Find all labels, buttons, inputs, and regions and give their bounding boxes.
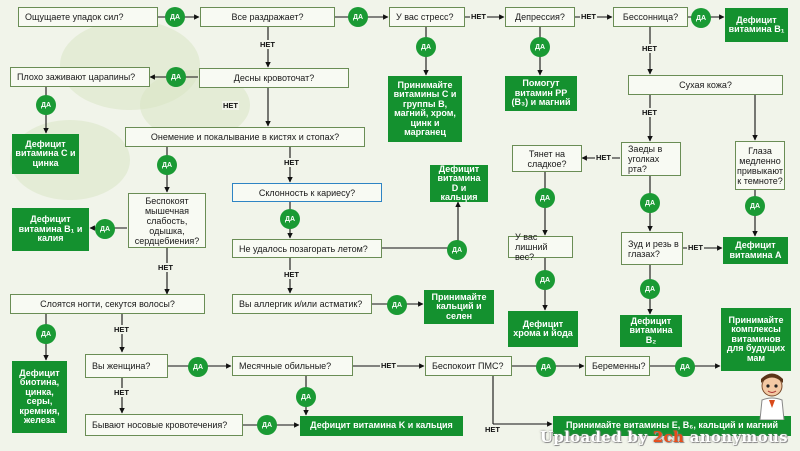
yes-circle: ДА	[691, 8, 711, 28]
yes-circle: ДА	[257, 415, 277, 435]
question-pms: Беспокоит ПМС?	[425, 356, 512, 376]
question-allergy: Вы аллергик и/или астматик?	[232, 294, 372, 314]
result-vitamin-b2: Дефицит витамина B₂	[620, 315, 682, 347]
yes-circle: ДА	[157, 155, 177, 175]
yes-circle: ДА	[36, 324, 56, 344]
question-caries: Склонность к кариесу?	[232, 183, 382, 202]
question-nails-hair: Слоятся ногти, секутся волосы?	[10, 294, 205, 314]
yes-circle: ДА	[296, 387, 316, 407]
no-label: НЕТ	[595, 153, 612, 162]
watermark-highlight: 2ch	[652, 428, 685, 446]
question-pregnant: Беременны?	[585, 356, 650, 376]
result-chrome-iodine: Дефицит хрома и йода	[508, 311, 578, 347]
question-stress: У вас стресс?	[389, 7, 465, 27]
question-woman: Вы женщина?	[85, 354, 168, 378]
yes-circle: ДА	[535, 188, 555, 208]
no-label: НЕТ	[641, 44, 658, 53]
question-bleeding-gums: Десны кровоточат?	[199, 68, 349, 88]
no-label: НЕТ	[687, 243, 704, 252]
yes-circle: ДА	[387, 295, 407, 315]
result-biotin: Дефицит биотина, цинка, серы, кремния, ж…	[12, 361, 67, 433]
result-vitamin-b1-potassium: Дефицит витамина B₁ и калия	[12, 208, 89, 251]
question-dry-skin: Сухая кожа?	[628, 75, 783, 95]
no-label: НЕТ	[113, 325, 130, 334]
yes-circle: ДА	[280, 209, 300, 229]
result-vitamin-e-b6: Принимайте витамины Е, B₆, кальций и маг…	[553, 416, 791, 436]
question-scratches: Плохо заживают царапины?	[10, 67, 150, 87]
yes-circle: ДА	[640, 279, 660, 299]
result-vitamin-d-calcium: Дефицит витамина D и кальция	[430, 164, 488, 202]
no-label: НЕТ	[484, 425, 501, 434]
result-vitamin-a: Дефицит витамина А	[723, 237, 788, 264]
no-label: НЕТ	[283, 158, 300, 167]
yes-circle: ДА	[348, 7, 368, 27]
question-numbness: Онемение и покалывание в кистях и стопах…	[125, 127, 365, 147]
yes-circle: ДА	[95, 219, 115, 239]
yes-circle: ДА	[166, 67, 186, 87]
yes-circle: ДА	[36, 95, 56, 115]
question-energy-loss: Ощущаете упадок сил?	[18, 7, 158, 27]
question-eye-itch: Зуд и резь в глазах?	[621, 232, 683, 265]
question-depression: Депрессия?	[505, 7, 575, 27]
no-label: НЕТ	[222, 101, 239, 110]
yes-circle: ДА	[416, 37, 436, 57]
yes-circle: ДА	[447, 240, 467, 260]
yes-circle: ДА	[745, 196, 765, 216]
result-vitamin-c-zinc: Дефицит витамина С и цинка	[12, 134, 79, 174]
doctor-mascot-icon	[759, 373, 785, 420]
yes-circle: ДА	[530, 37, 550, 57]
no-label: НЕТ	[641, 108, 658, 117]
no-label: НЕТ	[283, 270, 300, 279]
question-irritation: Все раздражает?	[200, 7, 335, 27]
question-nosebleeds: Бывают носовые кровотечения?	[85, 414, 243, 436]
question-mouth-corners: Заеды в уголках рта?	[621, 142, 681, 176]
yes-circle: ДА	[165, 7, 185, 27]
no-label: НЕТ	[113, 388, 130, 397]
no-label: НЕТ	[470, 12, 487, 21]
result-calcium-selenium: Принимайте кальций и селен	[424, 290, 494, 324]
question-no-sunbathing: Не удалось позагорать летом?	[232, 239, 382, 258]
result-vitamin-k-calcium: Дефицит витамина K и кальция	[300, 416, 463, 436]
no-label: НЕТ	[259, 40, 276, 49]
yes-circle: ДА	[640, 193, 660, 213]
question-night-vision: Глаза медленно привыкают к темноте?	[735, 141, 785, 190]
watermark-prefix: Uploaded by	[540, 428, 653, 446]
no-label: НЕТ	[580, 12, 597, 21]
yes-circle: ДА	[675, 357, 695, 377]
watermark-suffix: anonymous	[684, 428, 788, 446]
result-vitamin-b1: Дефицит витамина B₁	[725, 8, 788, 42]
question-overweight: У вас лишний вес?	[508, 232, 573, 262]
question-muscle-weakness: Беспокоят мышечная слабость, одышка, сер…	[128, 193, 206, 248]
no-label: НЕТ	[380, 361, 397, 370]
result-stress-vitamins: Принимайте витамины С и группы В, магний…	[388, 76, 462, 142]
yes-circle: ДА	[188, 357, 208, 377]
yes-circle: ДА	[536, 357, 556, 377]
no-label: НЕТ	[157, 263, 174, 272]
question-insomnia: Бессонница?	[613, 7, 688, 27]
question-sweet-cravings: Тянет на сладкое?	[512, 145, 582, 172]
yes-circle: ДА	[535, 270, 555, 290]
result-pregnancy-vitamins: Принимайте комплексы витаминов для будущ…	[721, 308, 791, 371]
watermark: Uploaded by 2ch anonymous	[540, 428, 788, 446]
result-vitamin-pp: Помогут витамин PP (B₃) и магний	[505, 76, 577, 111]
question-heavy-periods: Месячные обильные?	[232, 356, 353, 376]
